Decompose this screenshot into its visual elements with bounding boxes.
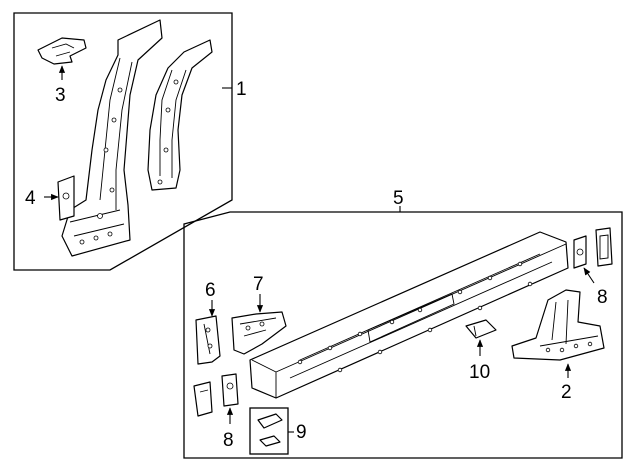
part-2-pillar-base[interactable] [511,289,605,361]
callout-10: 10 [469,362,490,383]
part-8-lower-bracket-a[interactable] [193,381,213,417]
part-4-gusset[interactable] [57,175,75,221]
rocker-panel[interactable] [249,231,569,399]
part-8-lower-bracket-b[interactable] [221,373,239,407]
part-3-bracket[interactable] [37,37,87,65]
pillar-group-frame [13,12,233,271]
part-9-clips[interactable] [249,407,289,455]
callout-8-lower: 8 [223,430,234,451]
part-8-upper-arrow [583,267,595,284]
callout-9: 9 [296,422,307,443]
callout-2: 2 [561,382,572,403]
callout-4: 4 [25,188,36,209]
part-1-center-pillar[interactable] [147,39,213,191]
callout-7: 7 [253,274,264,295]
part-7-bracket[interactable] [231,311,287,355]
part-6-reinforcement[interactable] [195,315,221,365]
part-1-hinge-pillar[interactable] [61,19,163,257]
part-8-upper-bracket[interactable] [573,235,587,269]
callout-3: 3 [55,85,66,106]
part-10-bracket[interactable] [465,319,497,339]
rocker-group-frame [183,211,623,459]
callout-5: 5 [393,188,404,209]
callout-1: 1 [236,79,247,100]
callout-6: 6 [205,280,216,301]
callout-8-upper: 8 [597,287,608,308]
part-8-upper-plate[interactable] [595,227,613,267]
